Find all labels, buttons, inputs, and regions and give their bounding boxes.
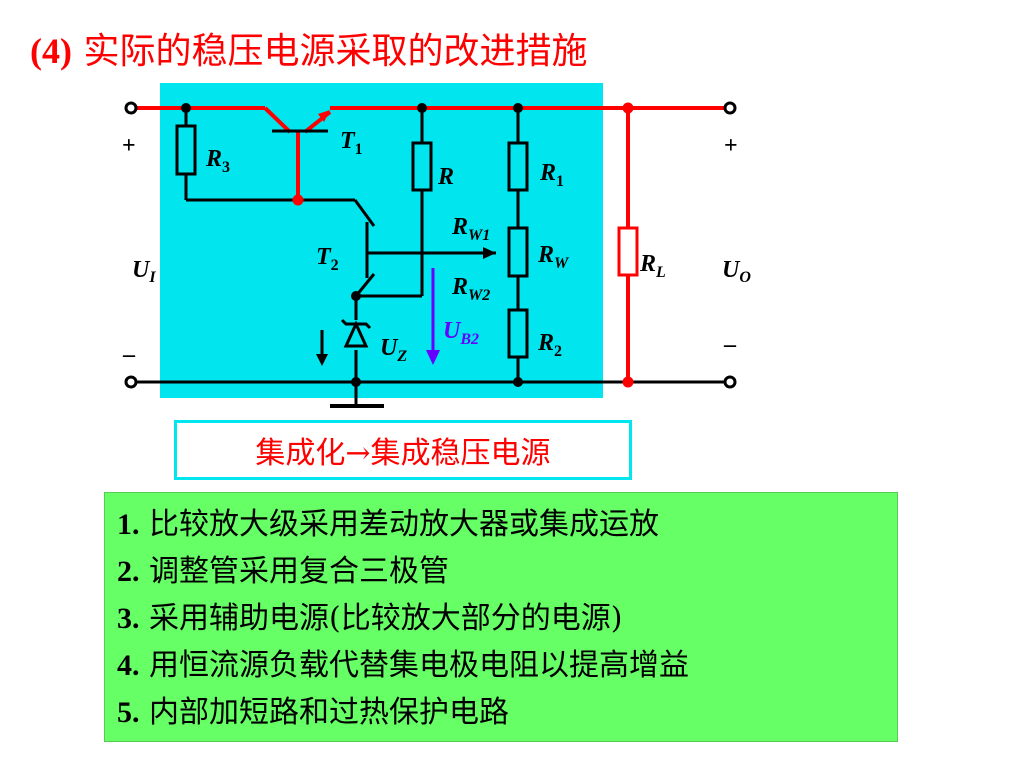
uz-label: UZ <box>380 335 407 365</box>
red-wires <box>131 106 730 382</box>
r1-label: R1 <box>539 160 564 190</box>
rw1-label: RW1 <box>451 214 490 244</box>
resistor-r1 <box>507 141 529 192</box>
input-minus-label: – <box>122 342 136 368</box>
circuit-panel <box>160 83 603 398</box>
resistor-r3 <box>175 124 197 176</box>
input-plus-label: + <box>122 133 136 159</box>
title-number: (4) <box>30 31 72 71</box>
list-item: 3. 采用辅助电源(比较放大部分的电源) <box>117 601 623 636</box>
junction-dots <box>181 102 634 388</box>
ub2-arrow-head <box>426 350 440 365</box>
integration-banner: 集成化→集成稳压电源 <box>174 420 632 480</box>
list-item: 4. 用恒流源负载代替集电极电阻以提高增益 <box>117 648 690 683</box>
page-title: (4) 实际的稳压电源采取的改进措施 <box>30 22 587 74</box>
t1-label: T1 <box>340 128 363 158</box>
uz-voltage-arrow <box>316 354 328 366</box>
ui-label: UI <box>132 257 156 286</box>
rw-wiper-arrow <box>483 247 496 259</box>
rw-label: RW <box>537 242 570 272</box>
r-label: R <box>437 164 454 190</box>
r3-label: R3 <box>205 146 230 176</box>
resistor-r <box>411 141 433 192</box>
t1-emitter-arrow <box>318 110 330 122</box>
t2-label: T2 <box>316 244 339 274</box>
rw2-label: RW2 <box>451 274 490 304</box>
improvement-list: 1. 比较放大级采用差动放大器或集成运放 2. 调整管采用复合三极管 3. 采用… <box>104 492 898 742</box>
resistor-rw <box>507 226 529 278</box>
regulator-circuit-diagram: + – + – UI UO T1 T2 R3 R R1 RW1 RW RW2 R… <box>122 83 751 408</box>
resistor-rl <box>617 226 639 277</box>
title-text: 实际的稳压电源采取的改进措施 <box>83 31 588 72</box>
ub2-label: UB2 <box>443 318 479 348</box>
list-item: 2. 调整管采用复合三极管 <box>117 554 450 589</box>
zener-diode <box>340 318 372 348</box>
output-minus-label: – <box>723 332 737 358</box>
uo-label: UO <box>722 257 751 286</box>
r2-label: R2 <box>537 330 562 360</box>
rl-label: RL <box>639 251 666 281</box>
resistor-r2 <box>507 308 529 359</box>
terminals <box>124 101 737 389</box>
list-item: 5. 内部加短路和过热保护电路 <box>117 695 510 730</box>
output-plus-label: + <box>724 133 738 159</box>
list-item: 1. 比较放大级采用差动放大器或集成运放 <box>117 507 660 542</box>
